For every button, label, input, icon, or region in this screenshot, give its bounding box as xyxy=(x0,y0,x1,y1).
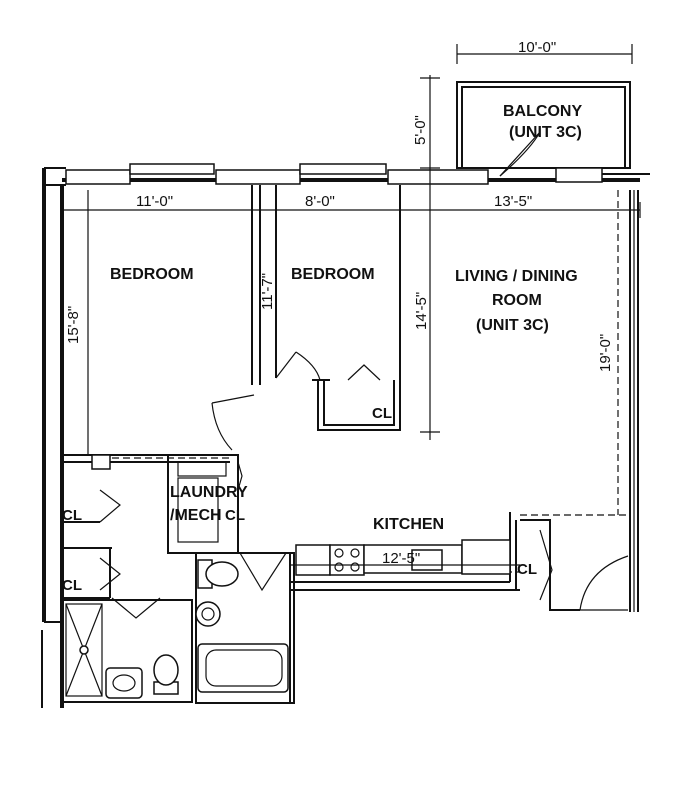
shower xyxy=(65,603,103,697)
balcony-label: BALCONY xyxy=(503,103,582,120)
sink xyxy=(195,601,221,627)
window xyxy=(555,167,603,183)
right-exterior-wall xyxy=(629,190,639,612)
hall-closet-2-label: CL xyxy=(62,577,82,594)
interior-walls xyxy=(61,185,630,704)
closet-depth-dim: 14'-5" xyxy=(413,292,430,330)
entry-closet-label: CL xyxy=(517,561,537,578)
bedroom-1-width-dim: 11'-0" xyxy=(136,193,173,210)
bedroom-2-closet-label: CL xyxy=(372,405,392,422)
dimension-lines xyxy=(61,44,641,566)
living-unit-label: (UNIT 3C) xyxy=(476,317,549,334)
balcony-unit-label: (UNIT 3C) xyxy=(509,124,582,141)
window xyxy=(215,169,301,185)
dishwasher xyxy=(461,539,511,575)
window xyxy=(387,169,489,185)
sink xyxy=(105,667,143,699)
living-depth-dim: 19'-0" xyxy=(597,334,614,372)
window xyxy=(65,169,131,185)
hall-closet-1-label: CL xyxy=(62,507,82,524)
living-room-label: ROOM xyxy=(492,292,542,309)
refrigerator xyxy=(295,544,331,576)
bathtub xyxy=(197,643,289,693)
laundry-closet-label: CL xyxy=(225,507,245,524)
window xyxy=(299,163,387,175)
balcony-door-swing xyxy=(499,131,541,177)
bedroom-2-label: BEDROOM xyxy=(291,266,375,283)
balcony xyxy=(456,81,631,177)
top-exterior-wall xyxy=(42,163,650,622)
toilet xyxy=(153,654,179,686)
mech-label: /MECH xyxy=(170,507,222,524)
toilet xyxy=(205,561,239,587)
laundry-label: LAUNDRY xyxy=(170,484,248,501)
bedroom-2-depth-dim: 11'-7" xyxy=(259,273,276,310)
window xyxy=(129,163,215,175)
bedroom-1-depth-dim: 15'-8" xyxy=(65,306,82,344)
kitchen-width-dim: 12'-5" xyxy=(382,550,420,567)
living-width-dim: 13'-5" xyxy=(494,193,532,210)
balcony-depth-dim: 5'-0" xyxy=(412,115,429,145)
balcony-width-dim: 10'-0" xyxy=(518,39,556,56)
bedroom-2-width-dim: 8'-0" xyxy=(305,193,335,210)
bedroom-1-label: BEDROOM xyxy=(110,266,194,283)
kitchen-label: KITCHEN xyxy=(373,516,444,533)
stove xyxy=(329,544,365,576)
living-dining-label: LIVING / DINING xyxy=(455,268,578,285)
